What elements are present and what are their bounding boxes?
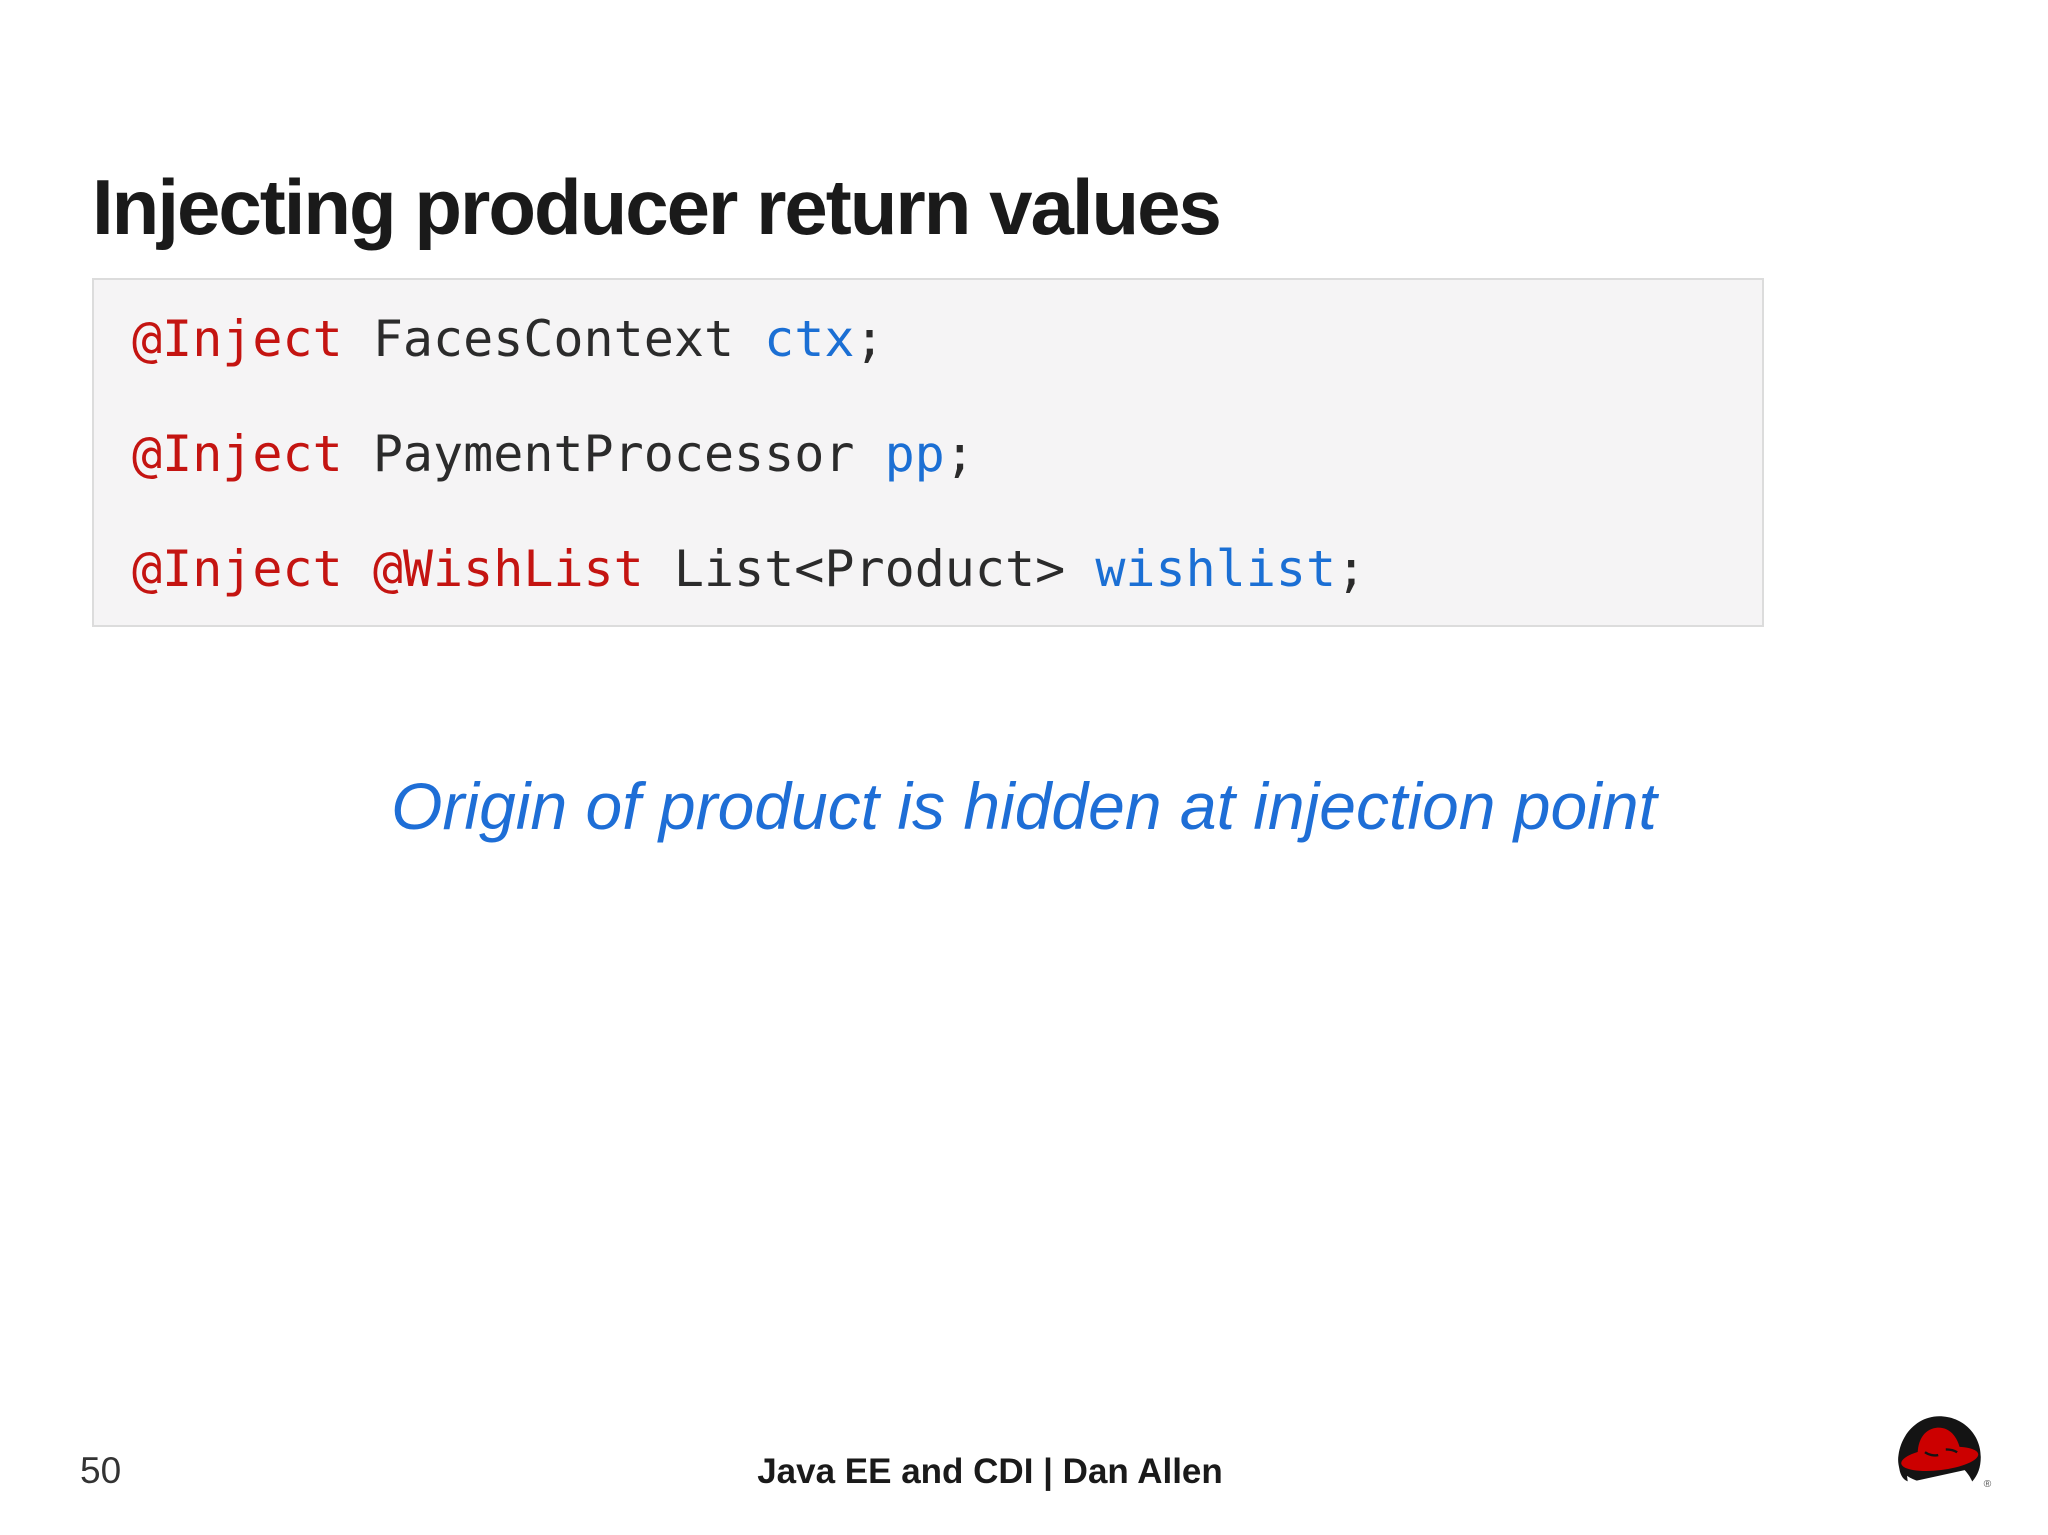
code-token-annotation: @Inject: [132, 540, 343, 598]
code-token-annotation: @Inject: [132, 310, 343, 368]
logo-hat-detail: [1924, 1448, 1958, 1457]
code-token-plain: ;: [1336, 540, 1367, 598]
code-token-identifier: pp: [884, 425, 945, 483]
logo-hat: [1901, 1427, 1979, 1472]
code-token-annotation: @WishList: [372, 540, 644, 598]
code-token-annotation: @Inject: [132, 425, 343, 483]
slide-title: Injecting producer return values: [92, 163, 1222, 252]
code-token-identifier: ctx: [764, 310, 855, 368]
code-token-plain: PaymentProcessor: [342, 425, 885, 483]
footer-credit: Java EE and CDI | Dan Allen: [757, 1452, 1223, 1491]
callout-text: Origin of product is hidden at injection…: [391, 769, 1657, 843]
code-line: @Inject @WishList List<Product> wishlist…: [132, 512, 1724, 627]
code-line: @Inject PaymentProcessor pp;: [132, 397, 1724, 512]
code-token-plain: ;: [944, 425, 975, 483]
registered-mark: ®: [1984, 1479, 1992, 1490]
code-token-plain: List<Product>: [643, 540, 1096, 598]
code-token-plain: [343, 540, 373, 598]
code-token-plain: ;: [854, 310, 885, 368]
code-token-plain: FacesContext: [342, 310, 765, 368]
redhat-logo-icon: ®: [1890, 1408, 1994, 1504]
logo-swoosh: [1907, 1473, 1972, 1491]
code-token-identifier: wishlist: [1095, 540, 1337, 598]
code-line: @Inject FacesContext ctx;: [132, 282, 1724, 397]
page-number: 50: [80, 1450, 122, 1491]
code-block: @Inject FacesContext ctx;@Inject Payment…: [92, 278, 1764, 627]
